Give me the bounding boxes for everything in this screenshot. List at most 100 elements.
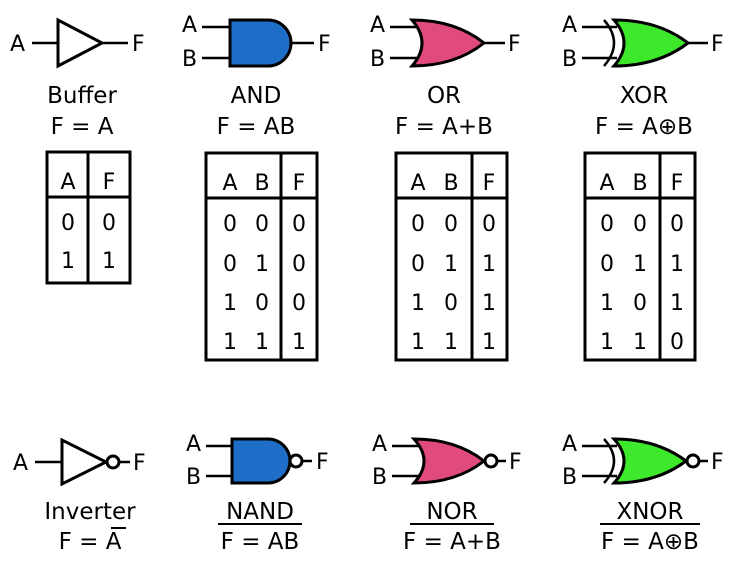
inverter-gate: A F Inverter F = A xyxy=(13,437,146,555)
buffer-truth-table: A F 0 0 1 1 xyxy=(45,150,132,285)
table-cell: 0 xyxy=(102,211,116,236)
table-header: B xyxy=(632,171,647,196)
table-cell: 1 xyxy=(292,330,306,355)
table-cell: 1 xyxy=(482,330,496,355)
xnor-gate: A B F XNOR F = A⊕B xyxy=(562,432,724,555)
nand-input-b-label: B xyxy=(186,465,201,490)
xor-gate: A B F XOR F = A⊕B xyxy=(562,13,724,140)
table-cell: 0 xyxy=(444,212,458,237)
inverter-equation: F = A xyxy=(59,529,122,555)
buffer-triangle xyxy=(56,17,106,69)
nand-bubble xyxy=(288,453,304,469)
table-cell: 0 xyxy=(223,212,237,237)
table-header: B xyxy=(254,171,269,196)
table-cell: 1 xyxy=(444,252,458,277)
xnor-equation: F = A⊕B xyxy=(601,529,699,555)
table-header: F xyxy=(483,171,496,196)
nor-equation: F = A+B xyxy=(403,529,501,555)
xor-equation: F = A⊕B xyxy=(595,114,693,140)
and-table-border xyxy=(204,151,319,362)
xnor-output-label: F xyxy=(711,450,724,475)
inverter-output-label: F xyxy=(133,451,146,476)
table-cell: 1 xyxy=(482,252,496,277)
xor-output-label: F xyxy=(711,32,724,57)
and-body xyxy=(228,18,293,68)
xnor-bubble xyxy=(685,453,701,469)
inverter-bubble xyxy=(105,454,121,470)
table-header: F xyxy=(103,170,116,195)
table-cell: 0 xyxy=(633,291,647,316)
table-cell: 1 xyxy=(600,291,614,316)
nand-output-label: F xyxy=(316,450,329,475)
xnor-body xyxy=(610,437,689,485)
table-cell: 0 xyxy=(444,291,458,316)
xnor-extra-arc xyxy=(603,438,616,484)
table-header: B xyxy=(443,171,458,196)
nor-input-a-label: A xyxy=(372,432,387,457)
or-input-a-label: A xyxy=(370,13,385,38)
table-cell: 1 xyxy=(255,252,269,277)
xor-body xyxy=(610,18,691,68)
or-name: OR xyxy=(427,83,461,109)
table-cell: 1 xyxy=(411,291,425,316)
table-cell: 1 xyxy=(633,252,647,277)
and-input-b-label: B xyxy=(182,47,197,72)
and-equation: F = AB xyxy=(217,114,296,140)
and-output-label: F xyxy=(318,32,331,57)
or-gate: A B F OR F = A+B xyxy=(370,13,521,140)
table-header: A xyxy=(410,171,425,196)
or-input-b-label: B xyxy=(370,47,385,72)
inverter-name: Inverter xyxy=(44,499,136,525)
table-cell: 0 xyxy=(633,212,647,237)
xor-truth-table: A B F 0 0 0 0 1 1 1 0 1 1 1 0 xyxy=(583,151,697,362)
table-cell: 0 xyxy=(670,330,684,355)
table-cell: 1 xyxy=(633,330,647,355)
xnor-input-a-label: A xyxy=(562,432,577,457)
nor-name: NOR xyxy=(426,499,477,525)
inverter-input-a-label: A xyxy=(13,451,28,476)
buffer-equation: F = A xyxy=(51,114,114,140)
or-output-label: F xyxy=(508,32,521,57)
nand-equation: F = AB xyxy=(221,529,300,555)
buffer-name: Buffer xyxy=(47,83,117,109)
table-cell: 1 xyxy=(223,330,237,355)
and-name: AND xyxy=(231,83,282,109)
buffer-input-a-label: A xyxy=(10,32,25,57)
table-header: F xyxy=(293,171,306,196)
table-cell: 0 xyxy=(600,212,614,237)
table-cell: 0 xyxy=(61,211,75,236)
and-gate: A B F AND F = AB xyxy=(182,13,331,140)
table-cell: 1 xyxy=(411,330,425,355)
nand-input-a-label: A xyxy=(186,432,201,457)
nand-gate: A B F NAND F = AB xyxy=(186,432,329,555)
table-header: A xyxy=(60,170,75,195)
xor-name: XOR xyxy=(620,83,668,109)
table-cell: 0 xyxy=(482,212,496,237)
nor-bubble xyxy=(483,453,499,469)
table-cell: 0 xyxy=(292,212,306,237)
nor-output-label: F xyxy=(509,450,522,475)
table-cell: 0 xyxy=(223,252,237,277)
xnor-name: XNOR xyxy=(616,499,683,525)
table-cell: 0 xyxy=(292,252,306,277)
table-cell: 0 xyxy=(670,212,684,237)
buffer-output-label: F xyxy=(132,32,145,57)
table-cell: 1 xyxy=(255,330,269,355)
table-cell: 0 xyxy=(600,252,614,277)
xnor-input-b-label: B xyxy=(562,465,577,490)
nand-name: NAND xyxy=(226,499,294,525)
or-table-border xyxy=(394,151,509,362)
xor-extra-arc xyxy=(603,19,616,67)
table-cell: 1 xyxy=(223,291,237,316)
table-cell: 0 xyxy=(255,291,269,316)
table-cell: 1 xyxy=(600,330,614,355)
table-cell: 1 xyxy=(444,330,458,355)
table-cell: 0 xyxy=(411,252,425,277)
buffer-gate: A F Buffer F = A xyxy=(10,17,145,140)
table-header: F xyxy=(671,171,684,196)
xor-table-border xyxy=(583,151,697,362)
table-cell: 1 xyxy=(102,249,116,274)
and-truth-table: A B F 0 0 0 0 1 0 1 0 0 1 1 1 xyxy=(204,151,319,362)
table-header: A xyxy=(222,171,237,196)
